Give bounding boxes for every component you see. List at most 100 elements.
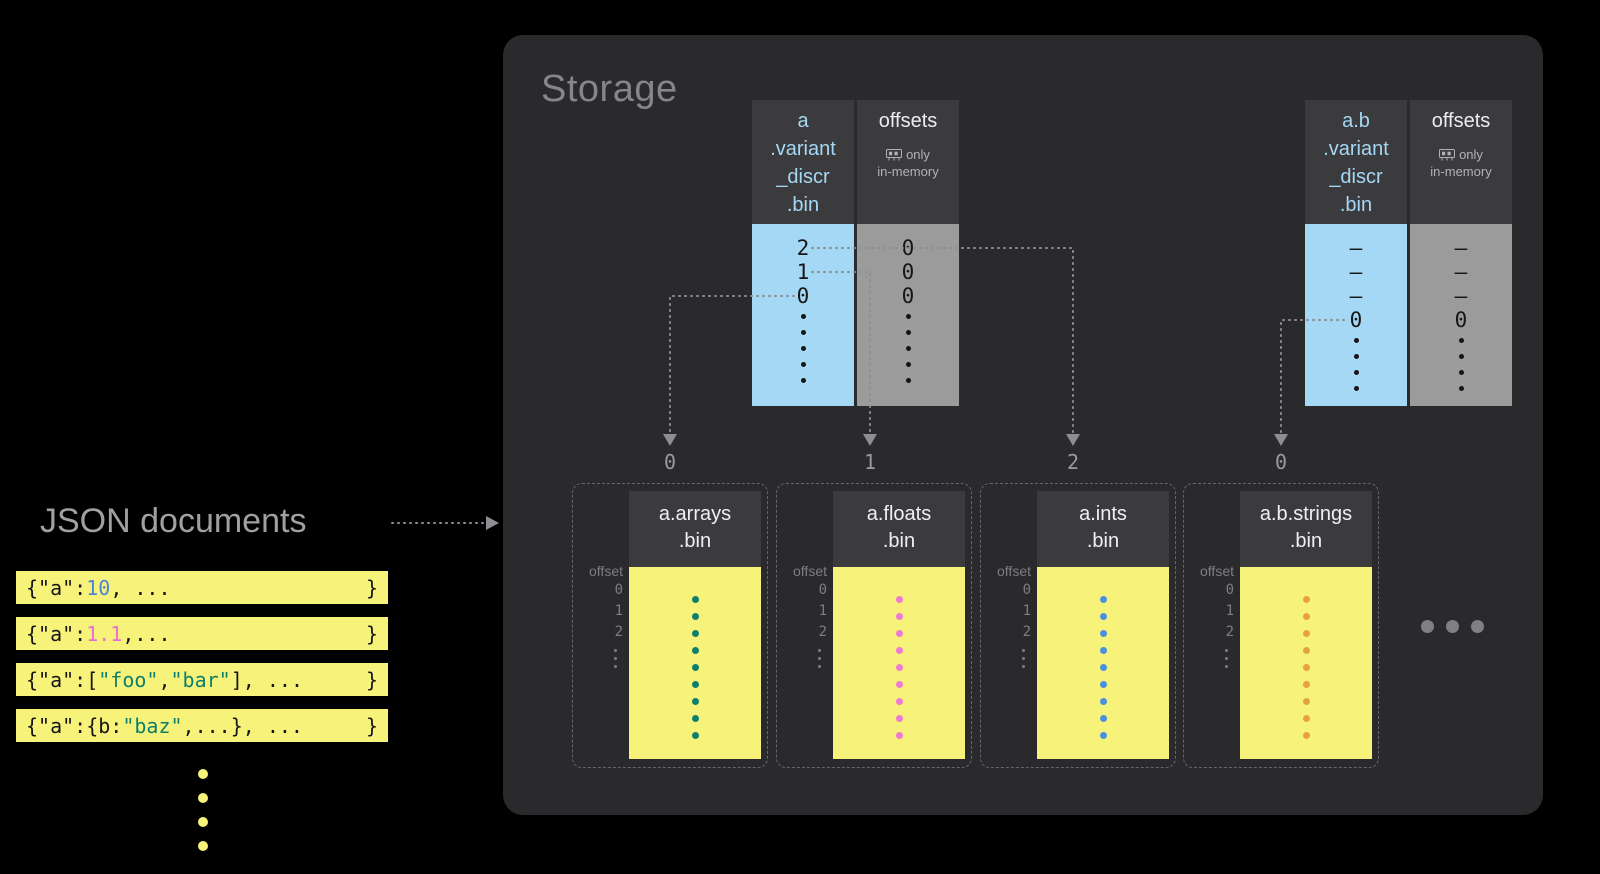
- dot: [1471, 620, 1484, 633]
- dot: [691, 732, 699, 739]
- json-doc-code: {"a":1.1,...: [26, 622, 171, 646]
- dot: [1302, 715, 1310, 722]
- code-segment: "foo": [98, 667, 159, 692]
- code-segment: {"a":: [26, 575, 87, 600]
- dot: [895, 681, 903, 688]
- header-line: a.b: [1342, 110, 1370, 132]
- code-segment: ,: [158, 667, 171, 692]
- dot: [1225, 648, 1228, 652]
- header-line: .variant: [1323, 138, 1389, 160]
- column-value: 0: [796, 284, 810, 308]
- dot: [895, 630, 903, 637]
- dot: [198, 817, 208, 827]
- discr-column-ab-body: –––0: [1305, 224, 1407, 406]
- dot: [1099, 732, 1107, 739]
- header-line: _discr: [1329, 166, 1383, 188]
- offsets-note-word: only: [1459, 147, 1483, 162]
- dot: [818, 664, 821, 668]
- dot: [691, 681, 699, 688]
- offsets-note: only: [857, 147, 959, 163]
- shred-column-floats: a.floats.bin: [833, 491, 965, 759]
- offsets-title: offsets: [878, 110, 938, 132]
- offset-ellipsis: [1188, 646, 1234, 670]
- dot: [895, 664, 903, 671]
- dot: [1302, 664, 1310, 671]
- dot: [800, 313, 806, 319]
- dot: [691, 596, 699, 603]
- dot: [895, 732, 903, 739]
- dot: [800, 329, 806, 335]
- closing-brace: }: [365, 575, 378, 600]
- json-doc-row: {"a":1.1,...}: [16, 617, 388, 650]
- dot: [198, 769, 208, 779]
- dot: [1099, 664, 1107, 671]
- dot: [1458, 353, 1464, 359]
- dot: [1353, 385, 1359, 391]
- discr-column-a-header: a.variant_discr.bin: [752, 100, 854, 224]
- header-line: a.arrays: [658, 503, 732, 525]
- shred-column-floats-body: [833, 567, 965, 759]
- storage-title: Storage: [541, 68, 678, 110]
- shred-column-strings-header: a.b.strings.bin: [1240, 491, 1372, 567]
- code-segment: "bar": [170, 667, 231, 692]
- json-doc-code: {"a":10, ...: [26, 576, 171, 600]
- column-value: 0: [614, 582, 623, 598]
- code-segment: 10: [86, 575, 111, 600]
- column-value: 1: [818, 603, 827, 619]
- dot: [1302, 698, 1310, 705]
- dot: [895, 715, 903, 722]
- dot: [1458, 337, 1464, 343]
- shred-column-strings: a.b.strings.bin: [1240, 491, 1372, 759]
- shred-column-ints: a.ints .bin: [1037, 491, 1169, 759]
- dot: [1225, 656, 1228, 660]
- column-value: –: [1349, 284, 1363, 308]
- dot: [614, 664, 617, 668]
- code-segment: {"a":[: [26, 667, 99, 692]
- dot: [198, 841, 208, 851]
- offsets-column-a-header: offsets only in-memory: [857, 100, 959, 224]
- dot: [1353, 337, 1359, 343]
- offsets-column-ab: offsets only in-memory –––0: [1410, 100, 1512, 406]
- column-value: 0: [1454, 308, 1468, 332]
- dot: [1302, 613, 1310, 620]
- column-value: 1: [1225, 603, 1234, 619]
- dot: [818, 656, 821, 660]
- discr-column-ab: a.b .variant _discr .bin –––0: [1305, 100, 1407, 406]
- offsets-column-ab-header: offsets only in-memory: [1410, 100, 1512, 224]
- offsets-note: only: [1410, 147, 1512, 163]
- dot: [1099, 698, 1107, 705]
- dot: [1099, 715, 1107, 722]
- header-line: .bin: [1086, 530, 1120, 552]
- json-doc-row: {"a":{b:"baz",...}, ...}: [16, 709, 388, 742]
- code-segment: ,...}, ...: [182, 713, 303, 738]
- dot: [691, 664, 699, 671]
- dot: [905, 377, 911, 383]
- dot: [1099, 681, 1107, 688]
- offset-ellipsis: [577, 646, 623, 670]
- dot: [1099, 596, 1107, 603]
- dot: [1302, 596, 1310, 603]
- offset-ellipsis: [781, 646, 827, 670]
- shred-column-ints-header: a.ints .bin: [1037, 491, 1169, 567]
- code-segment: {"a":{b:: [26, 713, 123, 738]
- dot: [1302, 647, 1310, 654]
- dot: [895, 647, 903, 654]
- offset-label: offset: [793, 563, 827, 579]
- dot: [1446, 620, 1459, 633]
- header-line: a.ints: [1079, 503, 1127, 525]
- header-line: .bin: [1339, 194, 1373, 216]
- dot: [1022, 656, 1025, 660]
- route-label-2: 2: [1066, 450, 1080, 474]
- json-doc-code: {"a":["foo","bar"], ...: [26, 668, 303, 692]
- shred-column-floats-header: a.floats.bin: [833, 491, 965, 567]
